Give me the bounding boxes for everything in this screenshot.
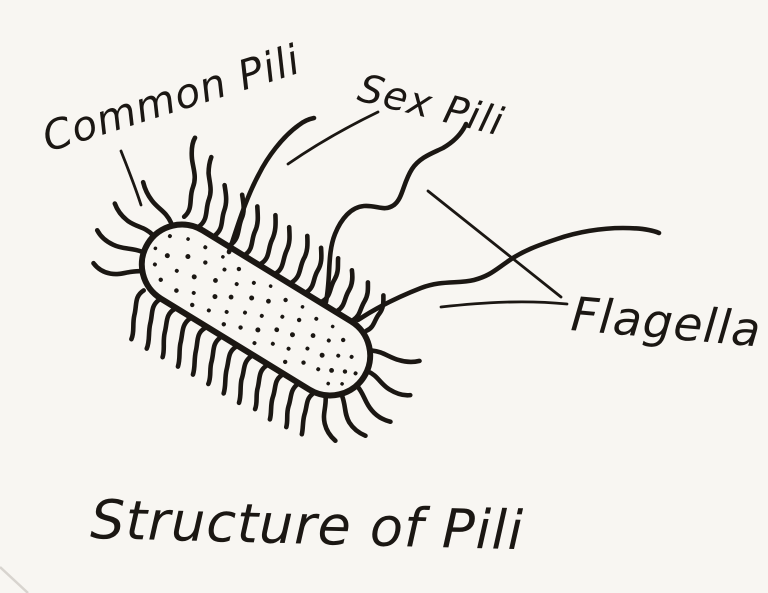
scan-corner-artifact	[0, 566, 29, 593]
common-pili-bottom-strokes	[129, 288, 315, 437]
sex-pili-label: Sex Pili	[354, 66, 509, 146]
flagella-label: Flagella	[569, 287, 764, 358]
common-pili-top-strokes	[181, 135, 386, 334]
bacterium	[91, 135, 422, 444]
common-pili-right-end-strokes	[321, 348, 422, 444]
common-pili-left-end-strokes	[91, 179, 174, 277]
figure-caption: Structure of Pili	[90, 488, 525, 562]
stipple-dots	[152, 234, 358, 386]
sex-pilus-right-line	[323, 121, 469, 305]
flagella-pointer-line-upper	[426, 189, 563, 299]
sex-pili-pointer-line	[286, 110, 380, 166]
flagella-pointer-line-lower	[439, 300, 569, 309]
bacterium-body-outline	[138, 221, 374, 399]
common-pili-label: Common Pili	[37, 35, 307, 161]
sex-pilus-left-line	[226, 115, 317, 255]
flagellum-line	[355, 225, 662, 323]
common-pili-pointer-line	[119, 149, 143, 207]
